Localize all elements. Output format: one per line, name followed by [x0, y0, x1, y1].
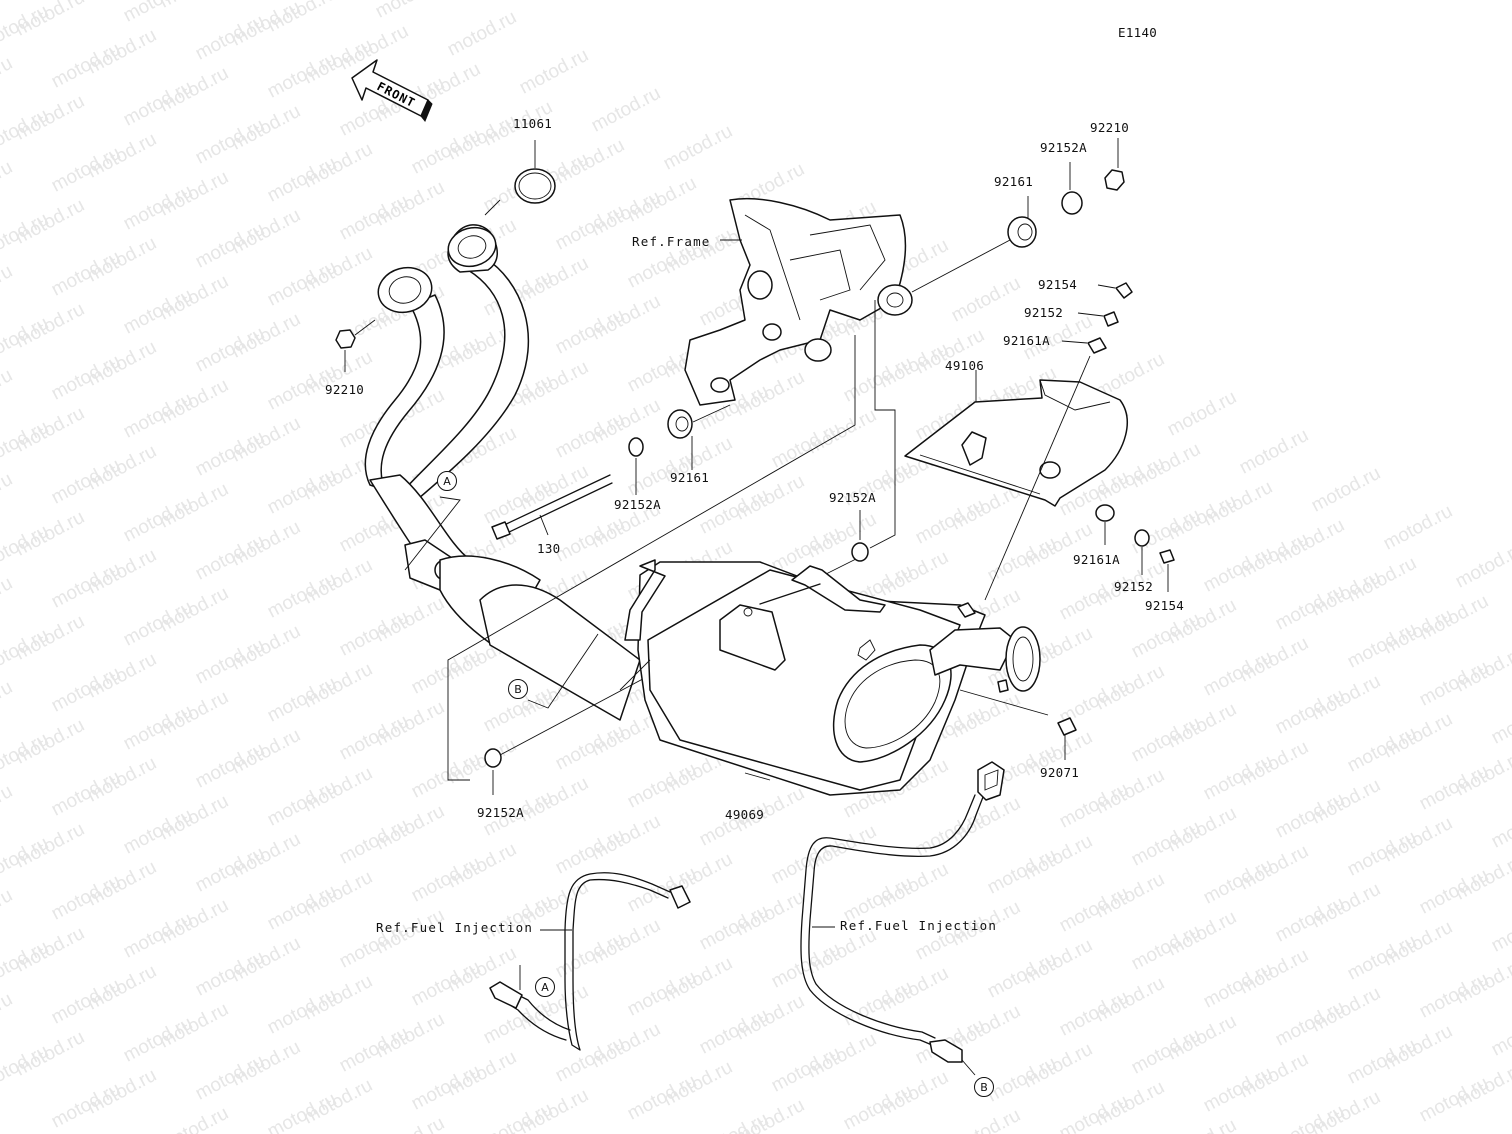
collar-92152-bottom — [1134, 529, 1150, 547]
washer-92152a-bottom — [484, 748, 502, 768]
screw-92154-top — [1115, 282, 1133, 299]
heat-shield-cover — [904, 370, 1128, 507]
washer-92152a-right — [851, 542, 869, 562]
diagram-code: E1140 — [1118, 25, 1158, 40]
part-label-92152-bottom[interactable]: 92152 — [1114, 579, 1154, 594]
part-label-92152a-bottom[interactable]: 92152A — [477, 805, 524, 820]
frame-bracket — [684, 197, 913, 406]
part-label-92210-right[interactable]: 92210 — [1090, 120, 1130, 135]
collar-92152-top — [1103, 311, 1119, 327]
grommet-92161-top — [1007, 216, 1037, 248]
oxygen-sensor-left — [489, 872, 691, 1051]
washer-92152a-mid — [628, 437, 644, 457]
grommet-92161-mid — [667, 409, 693, 439]
part-label-130[interactable]: 130 — [537, 541, 561, 556]
callout-b-lower[interactable]: B — [974, 1077, 994, 1097]
nut-92210-left — [335, 329, 356, 349]
front-arrow-icon: FRONT — [351, 59, 433, 122]
part-label-11061[interactable]: 11061 — [513, 116, 553, 131]
part-label-92152a-mid[interactable]: 92152A — [614, 497, 661, 512]
part-label-92161a-top[interactable]: 92161A — [1003, 333, 1050, 348]
nut-92210-right — [1104, 169, 1125, 191]
clip-92071 — [1057, 717, 1077, 736]
callout-a-upper[interactable]: A — [437, 471, 457, 491]
callout-b-left[interactable]: B — [508, 679, 528, 699]
callout-a-lower[interactable]: A — [535, 977, 555, 997]
part-label-92161-mid[interactable]: 92161 — [670, 470, 710, 485]
ref-fuel-injection-label-left[interactable]: Ref.Fuel Injection — [376, 920, 534, 935]
part-label-92152a-top[interactable]: 92152A — [1040, 140, 1087, 155]
muffler-body — [619, 559, 1049, 796]
oxygen-sensor-right — [800, 761, 1005, 1076]
part-label-92161a-bottom[interactable]: 92161A — [1073, 552, 1120, 567]
part-label-49069[interactable]: 49069 — [725, 807, 765, 822]
part-label-92210-left[interactable]: 92210 — [325, 382, 365, 397]
ref-frame-label[interactable]: Ref.Frame — [632, 234, 711, 249]
part-label-92152-top[interactable]: 92152 — [1024, 305, 1064, 320]
part-label-92161-top[interactable]: 92161 — [994, 174, 1034, 189]
grommet-92161a-top — [1087, 337, 1107, 354]
part-label-92152a-right[interactable]: 92152A — [829, 490, 876, 505]
mounting-bolt — [491, 474, 613, 540]
part-label-92071[interactable]: 92071 — [1040, 765, 1080, 780]
ref-fuel-injection-label-right[interactable]: Ref.Fuel Injection — [840, 918, 998, 933]
exhaust-header-pipe — [364, 224, 641, 721]
part-label-92154-bottom[interactable]: 92154 — [1145, 598, 1185, 613]
grommet-92161a-bottom — [1095, 504, 1115, 522]
screw-92154-bottom — [1159, 549, 1175, 564]
washer-92152a-top — [1061, 191, 1083, 215]
part-label-92154-top[interactable]: 92154 — [1038, 277, 1078, 292]
part-label-49106[interactable]: 49106 — [945, 358, 985, 373]
gasket-ring — [514, 168, 556, 204]
